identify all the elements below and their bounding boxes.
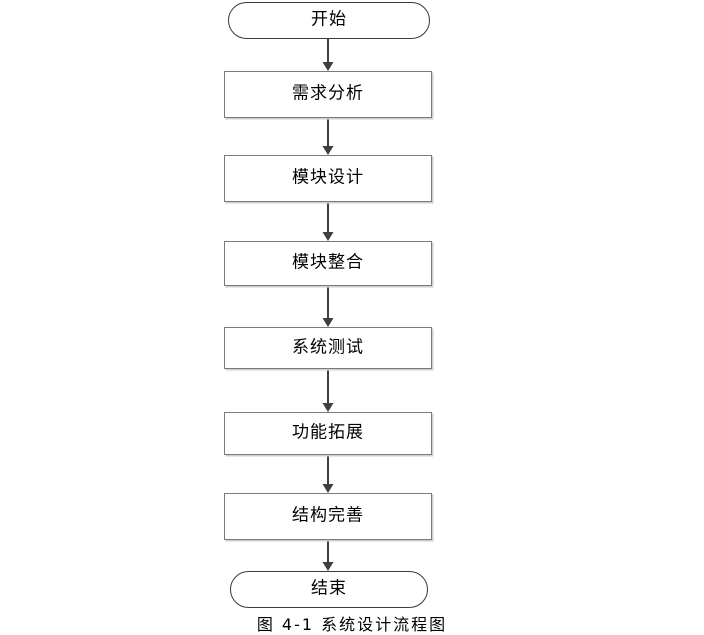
- flow-node-step6[interactable]: 结构完善: [224, 493, 432, 540]
- flow-connector-step6-to-end: [320, 540, 336, 571]
- flow-node-step5[interactable]: 功能拓展: [224, 412, 432, 455]
- flow-connector-step4-to-step5: [320, 369, 336, 412]
- flow-node-label: 模块整合: [292, 252, 364, 273]
- flow-connector-step3-to-step4: [320, 286, 336, 327]
- flow-node-end[interactable]: 结束: [230, 571, 428, 608]
- flow-connector-step5-to-step6: [320, 455, 336, 493]
- flow-node-start[interactable]: 开始: [228, 2, 430, 39]
- flow-node-step3[interactable]: 模块整合: [224, 241, 432, 286]
- flow-node-label: 需求分析: [292, 83, 364, 104]
- flowchart-canvas: 开始需求分析模块设计模块整合系统测试功能拓展结构完善结束图 4-1 系统设计流程…: [224, 2, 446, 634]
- flow-connector-step1-to-step2: [320, 118, 336, 155]
- flow-node-step2[interactable]: 模块设计: [224, 155, 432, 202]
- flow-node-label: 模块设计: [292, 167, 364, 188]
- flow-node-label: 系统测试: [292, 337, 364, 357]
- flow-node-step4[interactable]: 系统测试: [224, 327, 432, 369]
- figure-caption: 图 4-1 系统设计流程图: [256, 615, 448, 634]
- flow-connector-step2-to-step3: [320, 202, 336, 241]
- flow-connector-start-to-step1: [320, 39, 336, 71]
- flow-node-label: 开始: [311, 9, 347, 30]
- flow-node-label: 功能拓展: [292, 422, 364, 443]
- flow-node-label: 结束: [311, 578, 347, 599]
- flow-node-label: 结构完善: [292, 505, 364, 526]
- flow-node-step1[interactable]: 需求分析: [224, 71, 432, 118]
